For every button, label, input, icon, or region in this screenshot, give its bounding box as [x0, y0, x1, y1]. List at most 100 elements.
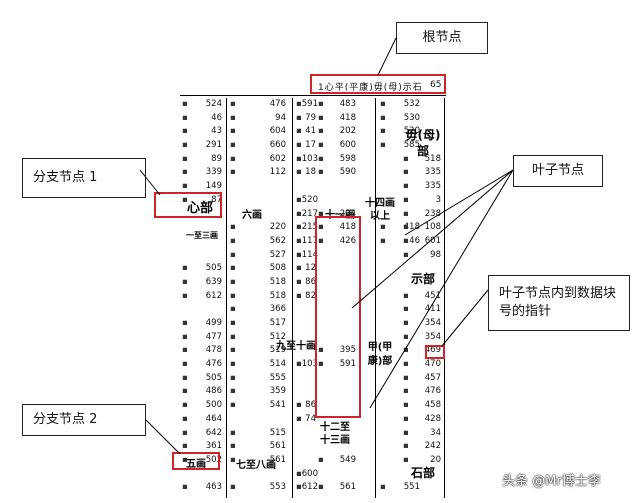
character-glyph: ▪ [296, 290, 302, 301]
index-entry [318, 180, 356, 194]
character-glyph: ▪ [182, 181, 188, 192]
header-xin-bu: 心部 [186, 201, 213, 216]
index-entry: ▪ 204 [318, 208, 356, 222]
index-entry [230, 413, 286, 427]
character-glyph: ▪ [296, 359, 302, 370]
highlight-branch-node-2 [172, 452, 220, 470]
index-entry: ▪476 [182, 358, 222, 372]
page-number: 354 [424, 331, 441, 342]
index-entry: ▪361 [182, 440, 222, 454]
page-number: 428 [424, 413, 441, 424]
index-entry: ▪519 [230, 344, 286, 358]
character-glyph: ▪ [182, 140, 188, 151]
index-entry: ▪46 [182, 112, 222, 126]
header-shi-bu: 示部 [410, 272, 435, 286]
page-number: 411 [424, 304, 441, 315]
index-entry: ▪74 [296, 413, 316, 427]
index-entry: ▪79 [296, 112, 316, 126]
page-number: 601 [424, 235, 441, 246]
index-entry: ▪ 87 [182, 194, 222, 208]
page-number: 46 [211, 112, 222, 123]
character-glyph: ▪ [230, 454, 236, 465]
page-number: 418 [339, 222, 356, 233]
page-number: 483 [339, 99, 356, 109]
character-glyph: ▪ [230, 386, 236, 397]
index-entry [182, 303, 222, 317]
index-entry: ▪600 [318, 139, 356, 153]
index-entry: ▪82 [296, 290, 316, 304]
page-number: 354 [424, 318, 441, 328]
connector-branch-2 [145, 419, 181, 455]
index-entry [296, 385, 316, 399]
page-number: 149 [205, 181, 222, 192]
page-number: 238 [424, 208, 441, 219]
index-entry: ▪518 [403, 153, 441, 167]
page-number: 561 [269, 454, 286, 465]
page-number: 74 [305, 413, 316, 424]
page-number: 98 [430, 249, 441, 260]
character-glyph: ▪ [403, 181, 409, 192]
index-entry: ▪215 [296, 221, 318, 235]
index-entry: ▪553 [230, 481, 286, 495]
character-glyph: ▪ [318, 222, 324, 233]
index-entry: ▪ 359 [230, 385, 286, 399]
page-number: 591 [301, 99, 318, 109]
page-number: 359 [269, 386, 286, 397]
page-number: 524 [205, 99, 222, 109]
index-entry: ▪464 [182, 413, 222, 427]
page-number: 3 [435, 194, 441, 205]
page-number: 87 [211, 194, 222, 205]
character-glyph: ▪ [230, 400, 236, 411]
header-jiu-zhi-shi-hua: 九至十画 [276, 341, 316, 352]
page-number: 517 [269, 318, 286, 328]
index-entry: ▪518 [230, 276, 286, 290]
index-entry: ▪604 [230, 125, 286, 139]
page-number: 86 [305, 276, 316, 287]
highlight-branch-node-1 [154, 192, 222, 218]
character-glyph: ▪ [403, 400, 409, 411]
index-entry: ▪508 [230, 262, 286, 276]
page-number: 518 [269, 276, 286, 287]
index-entry: ▪486 [182, 385, 222, 399]
page-number: 476 [269, 99, 286, 109]
index-entry: ▪476 [403, 385, 441, 399]
page-number: 512 [269, 331, 286, 342]
page-number: 478 [205, 345, 222, 356]
page-number: 17 [305, 140, 316, 151]
character-glyph: ▪ [318, 482, 324, 493]
column-rule-4 [444, 98, 445, 498]
page-number: 335 [424, 167, 441, 178]
index-entry: ▪555 [230, 372, 286, 386]
index-entry [403, 98, 441, 112]
header-qi-zhi-ba-hua: 七至八画 [236, 460, 276, 471]
index-column-3: ▪591▪79▪41▪17▪103▪18▪520▪217▪215▪117▪114… [296, 98, 318, 495]
character-glyph: ▪ [230, 140, 236, 151]
highlight-root-node [310, 74, 446, 94]
page-number: 103 [301, 359, 318, 370]
index-entry: ▪ 561 [230, 454, 286, 468]
character-glyph: ▪ [296, 208, 302, 219]
index-entry: ▪476 [230, 98, 286, 112]
index-entry: ▪411 [403, 303, 441, 317]
index-entry: ▪395 [318, 344, 356, 358]
page-number: 470 [424, 359, 441, 370]
page-number: 590 [339, 167, 356, 178]
character-glyph: ▪ [182, 427, 188, 438]
page-number: 204 [339, 208, 356, 219]
character-glyph: ▪ [318, 208, 324, 219]
root-node-callout: 根节点 [396, 22, 488, 54]
page-number: 361 [205, 441, 222, 452]
index-entry [182, 249, 222, 263]
page-number: 612 [301, 482, 318, 493]
character-glyph: ▪ [296, 112, 302, 123]
page-number: 585 [403, 140, 420, 151]
character-glyph: ▪ [182, 194, 188, 205]
page-number: 89 [211, 153, 222, 164]
page-number: 553 [269, 482, 286, 493]
index-entry: ▪598 [318, 153, 356, 167]
page-number: 476 [424, 386, 441, 397]
index-entry: ▪41 [296, 125, 316, 139]
page-number: 549 [339, 454, 356, 465]
index-entry [296, 303, 316, 317]
index-entry: ▪600 [296, 468, 318, 482]
